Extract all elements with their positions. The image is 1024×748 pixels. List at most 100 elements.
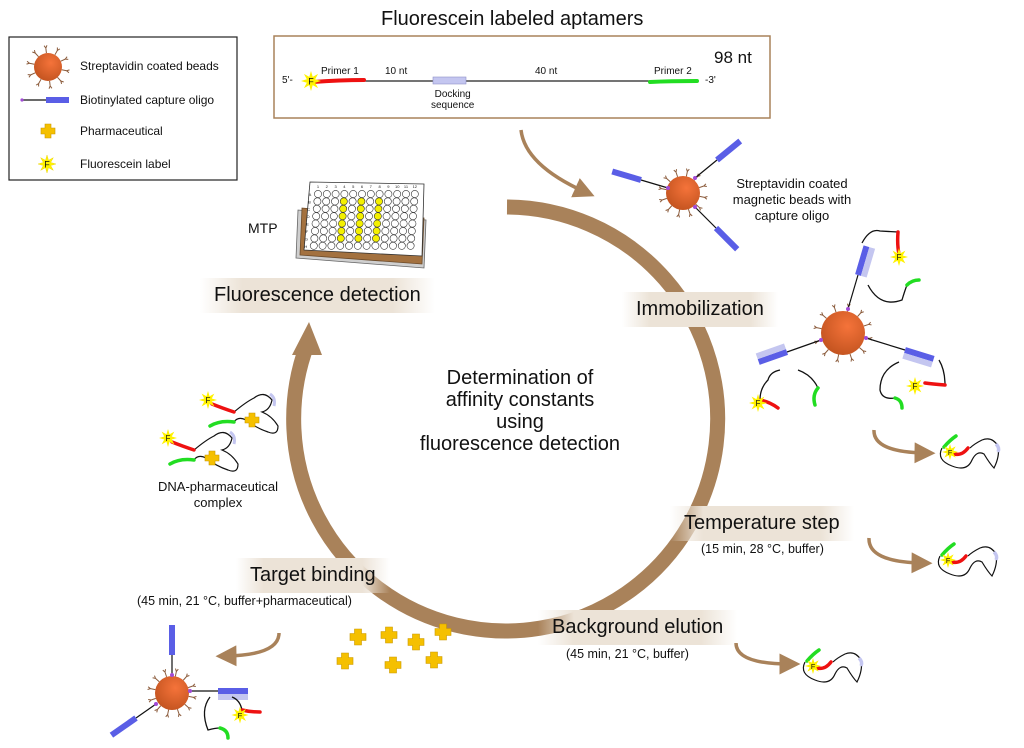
plate-well [374, 204, 383, 213]
center-caption: Determination of affinity constants usin… [400, 367, 640, 455]
plate-well [355, 219, 364, 228]
step-immobilization: Immobilization [622, 292, 778, 327]
legend-label-pharmaceutical: Pharmaceutical [80, 124, 163, 138]
plate-well [331, 190, 340, 198]
plate-well [349, 190, 358, 198]
beads-description: Streptavidin coated magnetic beads with … [724, 176, 860, 224]
svg-text:F: F [897, 253, 902, 262]
primer-segment [905, 278, 921, 287]
legend-label-oligo: Biotinylated capture oligo [80, 93, 215, 107]
plate-well [393, 190, 402, 198]
eluted-aptamer: F [939, 434, 1001, 470]
capture-oligo [846, 245, 876, 311]
svg-text:F: F [238, 711, 243, 720]
plate-well [358, 190, 366, 198]
plate-well [375, 190, 384, 198]
plate-well [408, 219, 417, 228]
primer-segment [893, 396, 904, 410]
svg-text:F: F [206, 396, 211, 405]
dna-pharmaceutical-complex: F [199, 391, 279, 434]
plate-well [410, 197, 419, 206]
plate-well [373, 212, 382, 221]
plate-well [383, 204, 392, 213]
docking-sequence-block [432, 76, 467, 85]
center-line1: Determination of [446, 367, 594, 389]
legend-fluorescein-icon: F [37, 154, 57, 174]
plate-well [346, 227, 355, 235]
complex-label-line1: DNA-pharmaceutical [158, 479, 278, 494]
pharmaceutical-icon [380, 626, 398, 644]
step-background-elution: Background elution [538, 610, 738, 645]
plate-column-label: 9 [387, 184, 390, 189]
plate-well [345, 241, 353, 250]
capture-oligo [109, 702, 158, 738]
plate-well [366, 197, 375, 206]
primer-segment [240, 708, 262, 714]
legend-label-beads: Streptavidin coated beads [80, 59, 219, 73]
step-temperature: Temperature step [670, 506, 854, 541]
docking-label-line2: sequence [431, 100, 475, 111]
plate-well [319, 234, 328, 243]
aptamer-length: 98 nt [714, 48, 752, 67]
plate-column-label: 8 [378, 184, 381, 189]
plate-well [322, 197, 331, 206]
aptamer-strand [861, 229, 899, 244]
arrow-elution-bg [734, 642, 801, 675]
plate-well [371, 241, 380, 250]
plate-well [322, 190, 331, 198]
plate-well [311, 219, 320, 228]
plate-well [338, 212, 347, 221]
plate-well [390, 227, 399, 235]
mtp-label: MTP [248, 220, 278, 236]
plate-well [392, 197, 401, 206]
plate-well [406, 241, 415, 250]
page-title: Fluorescein labeled aptamers [381, 8, 644, 30]
plate-well [354, 234, 363, 243]
plate-well [348, 197, 357, 206]
plate-row-label: C [307, 207, 310, 212]
capture-oligo [611, 168, 670, 190]
step-temperature-conditions: (15 min, 28 °C, buffer) [701, 542, 824, 556]
plate-well [347, 212, 356, 221]
primer-segment [218, 726, 230, 740]
plate-row-label: B [308, 199, 311, 204]
docking-label: Docking sequence [431, 89, 474, 111]
svg-text:F: F [308, 77, 314, 87]
aptamer-strand [797, 369, 819, 389]
plate-well [407, 227, 416, 235]
eluted-aptamer: F [802, 648, 864, 684]
fluorescein-icon: F [231, 706, 249, 724]
plate-well [312, 212, 321, 221]
plate-column-label: 1 [317, 184, 320, 189]
streptavidin-bead [658, 168, 708, 218]
plate-well [336, 234, 345, 243]
primer-segment [923, 381, 947, 387]
arrow-elution-temp [872, 429, 936, 464]
plate-well [398, 234, 407, 243]
plate-well [409, 204, 418, 213]
plate-column-label: 4 [343, 184, 346, 189]
plate-well [353, 241, 362, 250]
plate-well [319, 227, 328, 235]
streptavidin-bead [147, 668, 197, 718]
aptamer-strand [759, 369, 781, 401]
legend-capture-oligo-icon [20, 97, 69, 103]
plate-well [384, 190, 393, 198]
plate-well [380, 234, 389, 243]
plate-well [337, 227, 346, 235]
plate-well [318, 241, 327, 250]
plate-well [382, 212, 391, 221]
svg-text:F: F [756, 399, 761, 408]
cycle-arrow [286, 199, 726, 639]
svg-text:F: F [166, 434, 171, 443]
aptamer-fluorescein-icon: F [301, 71, 321, 91]
beads-desc-line1: Streptavidin coated [736, 176, 848, 191]
plate-row-label: G [305, 236, 308, 241]
plate-well [348, 204, 356, 213]
plate-well [339, 204, 348, 213]
plate-well [409, 212, 417, 221]
plate-well [365, 204, 374, 213]
plate-well [373, 219, 382, 228]
plate-well [363, 234, 372, 243]
plate-well [365, 212, 373, 221]
